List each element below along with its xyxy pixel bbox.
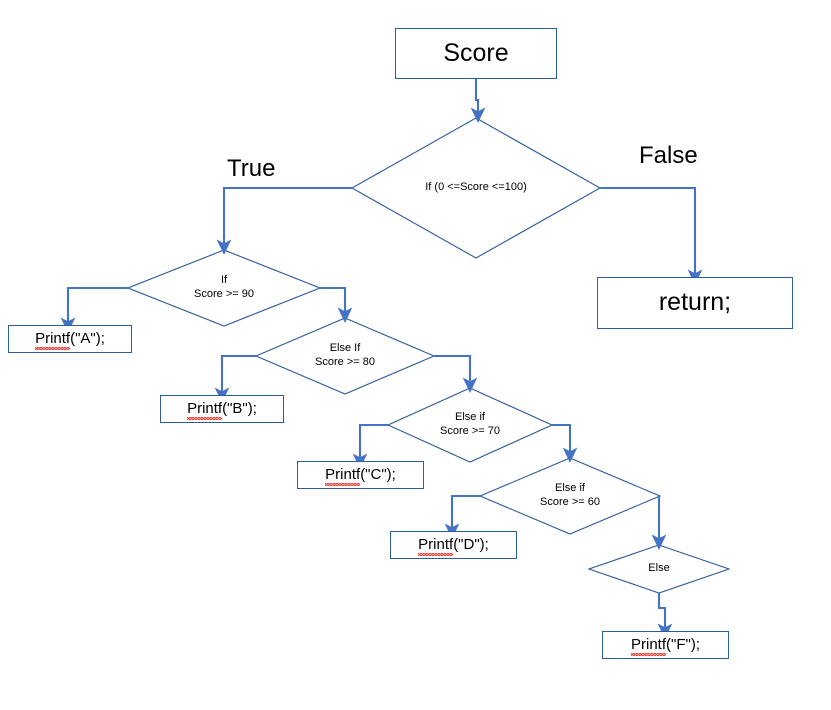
connector-score-60-to-else — [651, 494, 667, 550]
branch-label-true: True — [227, 155, 276, 182]
decision-line1-score-90: If — [220, 274, 228, 287]
start-box-label: Score — [443, 38, 509, 67]
decision-line1-score-60: Else if — [555, 482, 585, 495]
connector-score-90-to-score-80 — [320, 286, 353, 323]
decision-line2-score-90: Score >= 90 — [194, 288, 254, 300]
statement-rest-printf-a: ("A"); — [70, 329, 105, 347]
connector-else-to-printf-f — [657, 593, 673, 639]
statement-text-printf-f: Printf("F"); — [631, 635, 700, 656]
decision-label-score-70[interactable]: Else if Score >= 70 — [390, 405, 550, 445]
return-box-label: return; — [658, 288, 732, 317]
connector-score-90-to-printf-a — [60, 286, 128, 333]
connector-false-to-return — [600, 186, 703, 285]
statement-text-printf-d: Printf("D"); — [418, 535, 489, 556]
connector-score-70-to-score-60 — [552, 423, 578, 463]
spellcheck-word-printf-c: Printf — [325, 465, 361, 486]
decision-label-score-90[interactable]: If Score >= 90 — [144, 268, 304, 308]
statement-box-printf-b[interactable]: Printf("B"); — [160, 395, 284, 423]
spellcheck-word-printf-d: Printf — [418, 535, 454, 556]
decision-line1-score-70: Else if — [455, 411, 485, 424]
decision-label-else[interactable]: Else — [599, 556, 719, 582]
spellcheck-word-printf-a: Printf — [35, 329, 71, 350]
decision-label-score-60[interactable]: Else if Score >= 60 — [490, 476, 650, 516]
decision-line2-score-80: Score >= 80 — [315, 356, 375, 368]
statement-rest-printf-b: ("B"); — [222, 399, 257, 417]
decision-line1-range-check: If (0 <=Score <=100) — [425, 181, 527, 194]
start-box-score[interactable]: Score — [395, 28, 557, 79]
decision-line1-score-80: Else If — [329, 342, 361, 355]
statement-text-printf-a: Printf("A"); — [35, 329, 105, 350]
statement-text-printf-b: Printf("B"); — [187, 399, 257, 420]
spellcheck-word-printf-f: Printf — [631, 635, 667, 656]
decision-line2-score-70: Score >= 70 — [440, 425, 500, 437]
connector-true-to-score-90 — [216, 186, 352, 255]
connector-score-60-to-printf-d — [444, 494, 480, 539]
spellcheck-word-printf-b: Printf — [187, 399, 223, 420]
statement-rest-printf-c: ("C"); — [360, 465, 396, 483]
statement-box-printf-a[interactable]: Printf("A"); — [8, 325, 132, 353]
connector-score-80-to-printf-b — [214, 354, 256, 403]
connector-score-70-to-printf-c — [352, 423, 388, 469]
decision-label-score-80[interactable]: Else If Score >= 80 — [265, 336, 425, 376]
connector-score-to-range — [470, 79, 486, 123]
statement-box-printf-d[interactable]: Printf("D"); — [390, 531, 517, 559]
branch-label-false: False — [639, 142, 698, 169]
decision-line1-else: Else — [648, 562, 670, 575]
return-box[interactable]: return; — [597, 277, 793, 329]
connector-score-80-to-score-70 — [434, 354, 478, 393]
decision-label-range-check[interactable]: If (0 <=Score <=100) — [376, 170, 576, 206]
statement-rest-printf-d: ("D"); — [453, 535, 489, 553]
statement-box-printf-c[interactable]: Printf("C"); — [297, 461, 424, 489]
decision-line2-score-60: Score >= 60 — [540, 496, 600, 508]
statement-box-printf-f[interactable]: Printf("F"); — [602, 631, 729, 659]
statement-text-printf-c: Printf("C"); — [325, 465, 396, 486]
statement-rest-printf-f: ("F"); — [666, 635, 700, 653]
